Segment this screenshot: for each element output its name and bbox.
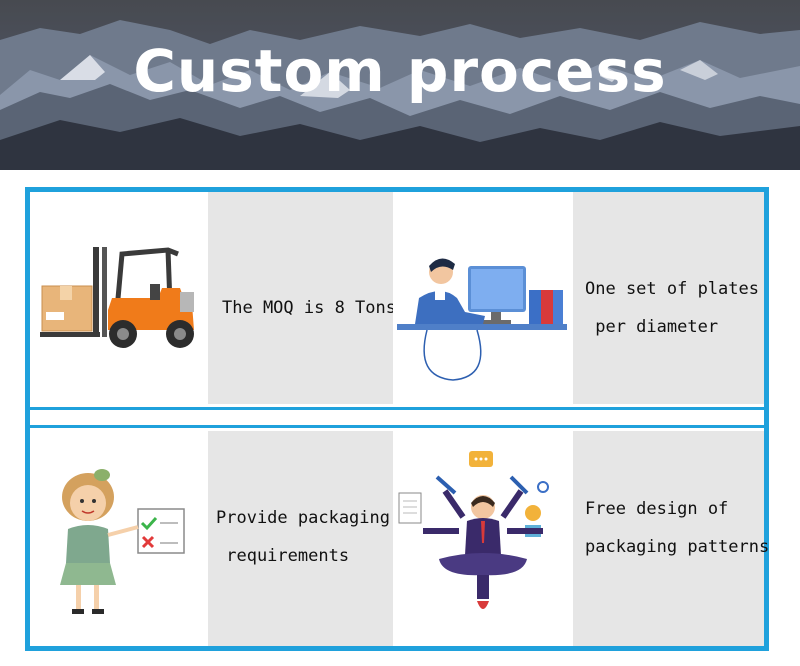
row-divider-bottom [30, 425, 764, 428]
mountain-background-image [0, 20, 800, 170]
moq-text-cell: The MOQ is 8 Tons [208, 192, 396, 404]
office-worker-icon [397, 258, 567, 381]
packaging-label-line-2: requirements [216, 546, 350, 566]
moq-label: The MOQ is 8 Tons [222, 298, 396, 318]
forklift-cell [30, 192, 208, 404]
checklist-woman-cell [30, 431, 208, 646]
hero-banner: Custom process [0, 0, 800, 170]
checklist-woman-icon [60, 469, 185, 614]
design-label-line-1: Free design of [585, 499, 729, 519]
design-text-cell: Free design of packaging patterns [573, 431, 769, 646]
process-row-bottom: Provide packaging requirements [30, 431, 769, 646]
process-row-top: The MOQ is 8 Tons [30, 192, 764, 404]
packaging-label-line-1: Provide packaging [216, 508, 390, 528]
process-frame: The MOQ is 8 Tons [25, 187, 769, 651]
office-worker-cell [393, 192, 573, 404]
design-label-line-2: packaging patterns [585, 537, 770, 557]
plates-label-line-2: per diameter [585, 317, 719, 337]
multitask-designer-cell [393, 431, 573, 646]
forklift-icon [40, 247, 194, 348]
page-title: Custom process [133, 37, 667, 105]
plates-label-line-1: One set of plates [585, 279, 759, 299]
row-divider-top [30, 407, 764, 410]
plates-text-cell: One set of plates per diameter [573, 192, 764, 404]
multitask-designer-icon [398, 451, 549, 609]
packaging-text-cell: Provide packaging requirements [208, 431, 393, 646]
